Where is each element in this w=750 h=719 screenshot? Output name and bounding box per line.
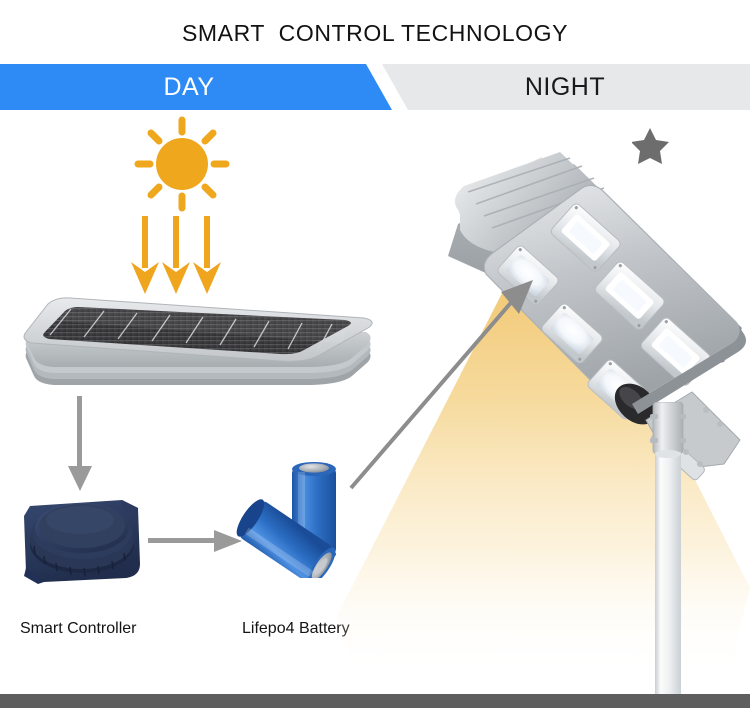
arrow-down-icon bbox=[58, 396, 102, 492]
lifepo4-battery-caption: Lifepo4 Battery bbox=[242, 620, 350, 637]
solar-panel bbox=[12, 288, 380, 396]
night-tab-label[interactable]: NIGHT bbox=[524, 72, 606, 101]
lifepo4-battery bbox=[236, 456, 358, 585]
page-title: SMART CONTROL TECHNOLOGY bbox=[181, 20, 569, 46]
down-arrow-icon bbox=[128, 216, 238, 296]
day-tab-label[interactable]: DAY bbox=[163, 72, 215, 101]
light-beam bbox=[336, 258, 750, 702]
footer-bar bbox=[0, 694, 750, 708]
smart-controller-caption: Smart Controller bbox=[20, 620, 137, 637]
day-banner-shape bbox=[0, 64, 392, 110]
banner-shapes bbox=[0, 64, 750, 110]
sun-icon bbox=[134, 116, 230, 212]
smart-controller bbox=[18, 482, 154, 594]
moon-star-icon bbox=[631, 118, 736, 198]
day-night-banner: DAY NIGHT bbox=[0, 64, 750, 110]
night-banner-shape bbox=[382, 64, 750, 110]
arrow-up-right-icon bbox=[345, 262, 555, 494]
mounting-pole bbox=[650, 401, 686, 704]
arrow-right-icon bbox=[148, 524, 244, 558]
